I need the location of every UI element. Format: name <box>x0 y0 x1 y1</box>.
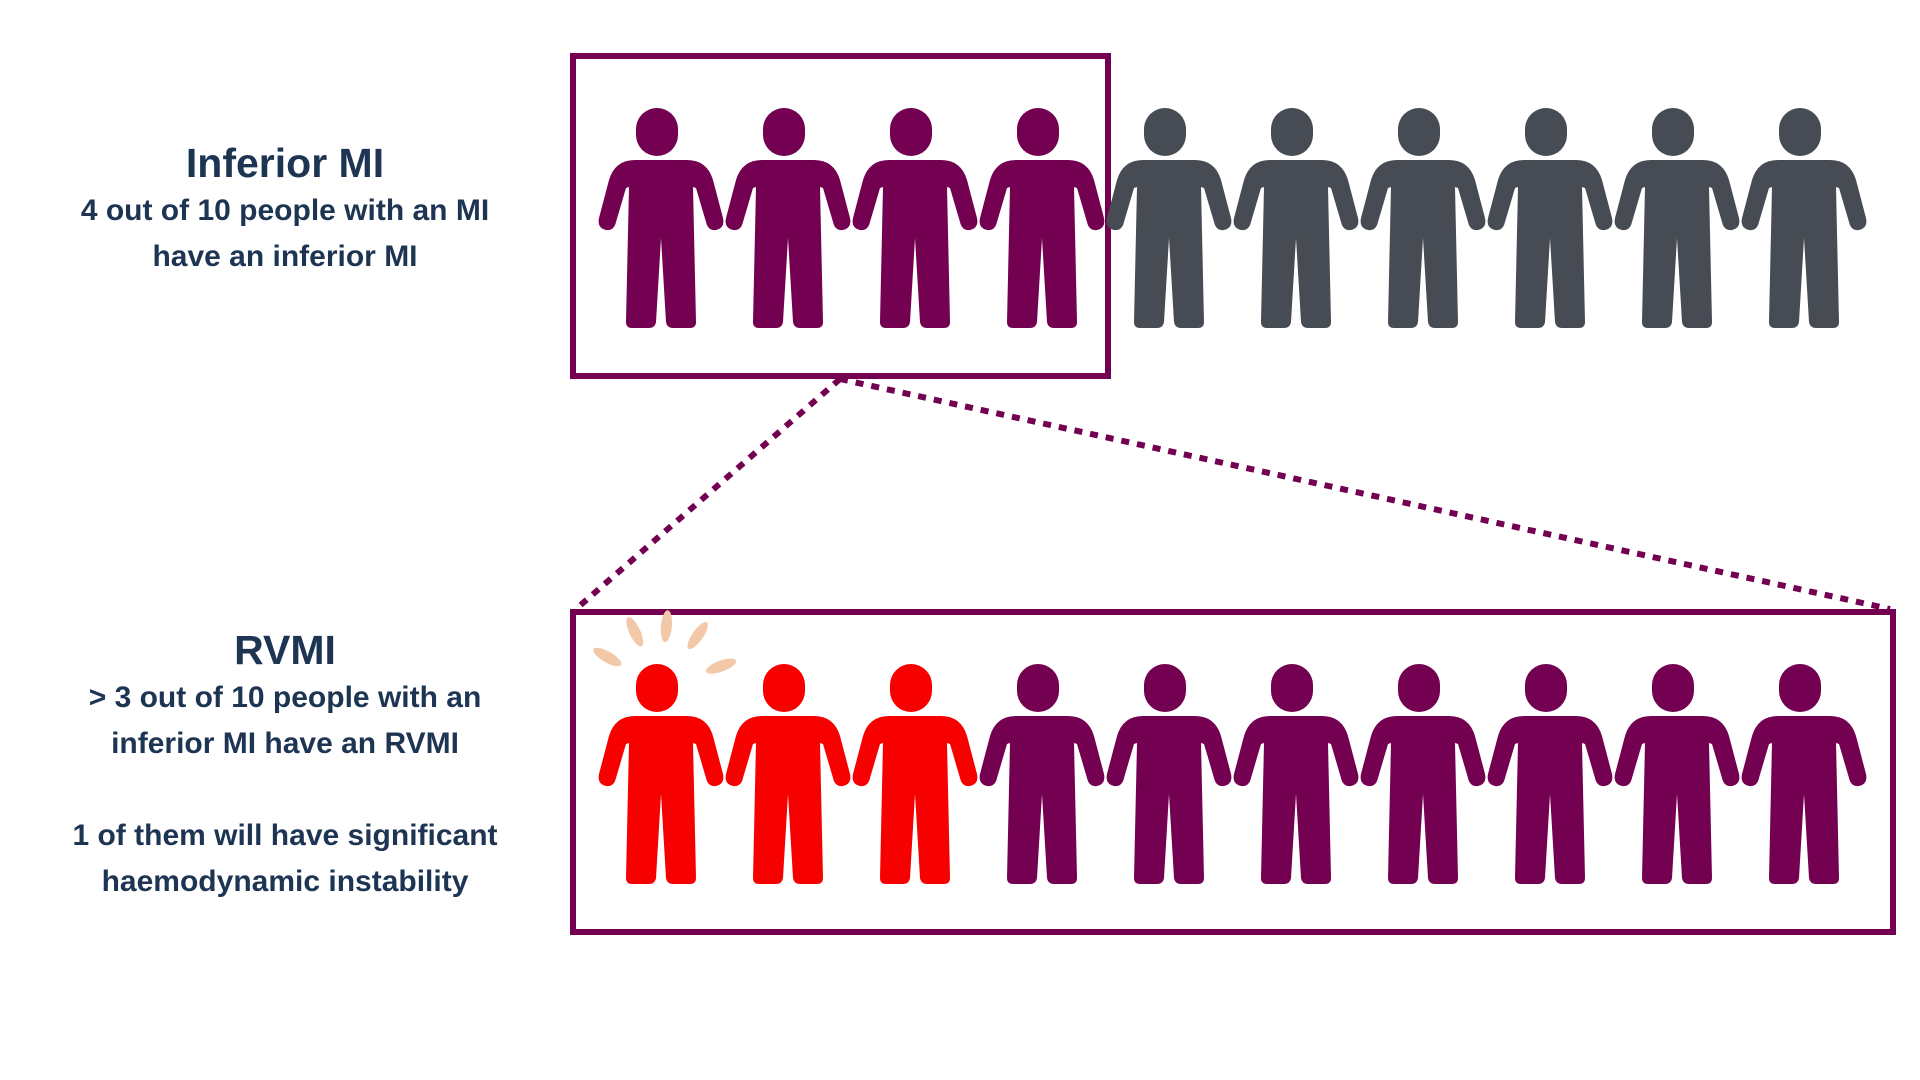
inferior-mi-person-icon <box>598 108 724 328</box>
rvmi-person-icon <box>1106 664 1232 884</box>
rvmi-person-icon <box>1614 664 1740 884</box>
rvmi-caption: RVMI > 3 out of 10 people with an inferi… <box>40 625 530 905</box>
rvmi-people-row <box>598 664 1867 884</box>
inferior-mi-person-icon <box>979 108 1105 328</box>
inferior-mi-title: Inferior MI <box>185 140 385 186</box>
inferior-mi-person-icon <box>1741 108 1867 328</box>
burst-stroke <box>705 658 737 674</box>
inferior-mi-person-icon <box>1487 108 1613 328</box>
rvmi-person-icon <box>852 664 978 884</box>
inferior-mi-people-row <box>598 108 1867 328</box>
rvmi-person-icon <box>598 664 724 884</box>
inferior-mi-person-icon <box>852 108 978 328</box>
rvmi-frame <box>570 609 1896 935</box>
rvmi-person-icon <box>979 664 1105 884</box>
burst-stroke <box>687 622 708 650</box>
rvmi-line-2: inferior MI have an RVMI <box>111 727 459 760</box>
rvmi-person-icon <box>725 664 851 884</box>
rvmi-person-icon <box>1741 664 1867 884</box>
inferior-mi-person-icon <box>1106 108 1232 328</box>
burst-stroke <box>593 647 622 667</box>
inferior-mi-line-2: have an inferior MI <box>152 240 418 273</box>
instability-burst-icon <box>593 610 737 674</box>
burst-stroke <box>626 617 644 647</box>
inferior-mi-caption: Inferior MI 4 out of 10 people with an M… <box>40 138 530 280</box>
inferior-mi-person-icon <box>1360 108 1486 328</box>
connector-dotted-line <box>839 376 1891 612</box>
inferior-mi-person-icon <box>1614 108 1740 328</box>
connector-dotted-line <box>574 376 842 612</box>
rvmi-person-icon <box>1487 664 1613 884</box>
rvmi-line-3: 1 of them will have significant <box>72 819 498 852</box>
inferior-mi-person-icon <box>725 108 851 328</box>
rvmi-line-1: > 3 out of 10 people with an <box>88 681 482 714</box>
inferior-mi-person-icon <box>1233 108 1359 328</box>
zoom-connector-lines <box>574 376 1891 612</box>
burst-stroke <box>660 610 673 643</box>
rvmi-person-icon <box>1233 664 1359 884</box>
rvmi-line-4: haemodynamic instability <box>101 865 469 898</box>
rvmi-person-icon <box>1360 664 1486 884</box>
rvmi-title: RVMI <box>234 627 336 673</box>
inferior-mi-line-1: 4 out of 10 people with an MI <box>80 194 490 227</box>
